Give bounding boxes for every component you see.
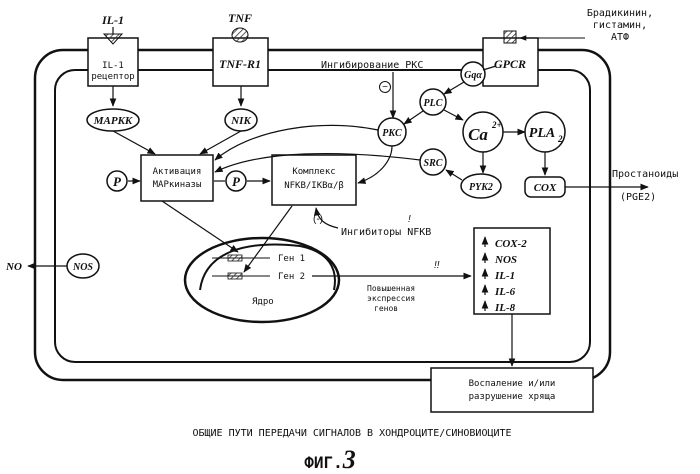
expression-line-2: экспрессия: [367, 294, 415, 303]
gene1-label: Ген 1: [278, 254, 305, 264]
pyk2-label: PYK2: [469, 182, 493, 193]
gene1-marker: [228, 255, 242, 261]
pkc-label: PKC: [382, 128, 402, 139]
il1-ligand-label: IL-1: [101, 13, 124, 27]
activation-line-2: МАРкиназы: [153, 180, 202, 190]
pla2-subscript: 2: [557, 134, 563, 144]
pkc-inhibition-label: Ингибирование PKC: [321, 59, 423, 71]
mapk-activation-box: [141, 155, 213, 201]
gpcr-agonists: Брадикинин, гистамин, АТФ: [587, 8, 653, 43]
pkc-minus-sign: −: [382, 82, 388, 93]
gene2-label: Ген 2: [278, 272, 305, 282]
svg-text:гистамин,: гистамин,: [593, 20, 647, 31]
complex-line-1: Комплекс: [292, 167, 335, 177]
gene-list-item: IL-1: [494, 270, 515, 282]
il1-receptor: IL-1 рецептор: [88, 34, 138, 86]
gpcr-label: GPCR: [494, 57, 526, 71]
il1-receptor-label-2: рецептор: [91, 72, 134, 82]
gene-list-item: COX-2: [495, 238, 527, 250]
calcium-charge: 2+: [491, 120, 502, 130]
inflammation-line-2: разрушение хряща: [469, 392, 556, 402]
cox-label: COX: [534, 182, 557, 194]
tnf-ligand-label: TNF: [228, 11, 252, 25]
figure-number-label: ФИГ.3: [304, 445, 356, 474]
nos-label: NOS: [72, 262, 93, 273]
expression-line-1: Повышенная: [367, 284, 415, 293]
nik-label: NIK: [230, 115, 251, 127]
inflammation-box: [431, 368, 593, 412]
expression-line-3: генов: [374, 304, 398, 313]
pla2-label: PLA: [529, 126, 555, 141]
nucleus-label: Ядро: [252, 297, 274, 307]
activation-line-1: Активация: [153, 167, 202, 177]
svg-text:Брадикинин,: Брадикинин,: [587, 8, 653, 19]
nfkb-complex-box: [272, 155, 356, 205]
gpcr-receptor: GPCR: [483, 31, 538, 86]
phospho-right-label: P: [232, 174, 241, 189]
gene-list-item: IL-6: [494, 286, 516, 298]
complex-line-2: NFKB/IKBα/β: [284, 181, 344, 191]
mapkk-label: MAPKK: [93, 115, 133, 127]
svg-text:АТФ: АТФ: [611, 32, 629, 43]
mark-1: !: [408, 214, 411, 225]
plc-label: PLC: [424, 98, 443, 109]
gq-label: Gqα: [464, 70, 482, 81]
no-label: NO: [5, 261, 22, 273]
figure-caption: ОБЩИЕ ПУТИ ПЕРЕДАЧИ СИГНАЛОВ В ХОНДРОЦИТ…: [192, 428, 511, 439]
gene-list-item: NOS: [494, 254, 517, 266]
calcium-label: Ca: [468, 125, 488, 144]
nfkb-inhibitors-label: Ингибиторы NFKB: [341, 226, 431, 238]
tnf-r1-receptor: TNF-R1: [213, 28, 268, 86]
mark-2: !!: [434, 260, 440, 271]
gene-list-item: IL-8: [494, 302, 516, 314]
tnf-r1-label: TNF-R1: [219, 57, 261, 71]
il1-receptor-label-1: IL-1: [102, 61, 124, 71]
inflammation-line-1: Воспаление и/или: [469, 379, 556, 389]
nucleus-inner: [200, 245, 335, 290]
src-label: SRC: [424, 158, 443, 169]
pge2-label: (PGE2): [620, 192, 656, 203]
gene2-marker: [228, 273, 242, 279]
phospho-left-label: P: [113, 174, 122, 189]
prostanoids-label: Простаноиды: [612, 169, 678, 180]
